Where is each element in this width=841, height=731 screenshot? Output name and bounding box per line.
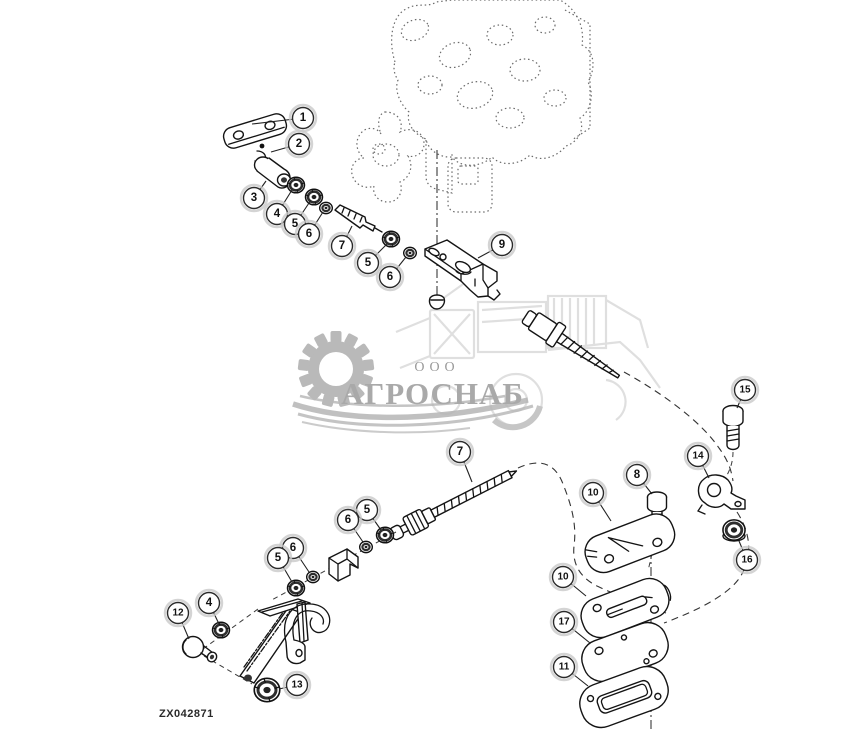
bracket-part-9: [424, 239, 501, 301]
upper-parts-chain: [222, 113, 418, 260]
svg-text:17: 17: [558, 617, 570, 628]
svg-text:6: 6: [345, 514, 351, 526]
callout-16[interactable]: 16: [732, 540, 762, 575]
drawing-number-label: ZX042871: [159, 708, 214, 720]
engine-block-outline: [351, 0, 594, 213]
svg-text:8: 8: [634, 469, 641, 481]
callout-5[interactable]: 5: [263, 543, 293, 583]
nut-part-5c: [375, 525, 395, 545]
nut-part-4: [286, 175, 306, 195]
svg-text:6: 6: [290, 542, 296, 554]
callout-10[interactable]: 10: [548, 562, 587, 597]
svg-text:9: 9: [499, 239, 505, 251]
callout-1[interactable]: 1: [251, 103, 318, 133]
svg-text:14: 14: [692, 451, 704, 462]
nut-part-5b: [381, 229, 401, 249]
callout-2[interactable]: 2: [270, 129, 314, 159]
svg-text:10: 10: [557, 572, 569, 583]
svg-text:5: 5: [275, 552, 282, 564]
cable-routing-dashed-lower: [663, 511, 750, 624]
svg-text:4: 4: [274, 208, 281, 220]
callout-12[interactable]: 12: [163, 598, 193, 640]
svg-text:7: 7: [339, 240, 345, 252]
callout-17[interactable]: 17: [549, 607, 591, 644]
callout-3[interactable]: 3: [239, 180, 269, 213]
callout-6[interactable]: 6: [375, 256, 407, 292]
svg-text:6: 6: [387, 271, 393, 283]
svg-text:4: 4: [206, 597, 213, 609]
callout-10[interactable]: 10: [578, 478, 612, 522]
svg-text:7: 7: [457, 446, 463, 458]
callout-6[interactable]: 6: [294, 211, 324, 249]
callout-14[interactable]: 14: [683, 441, 713, 479]
svg-text:2: 2: [296, 138, 302, 150]
cable-end-upper-right: [521, 310, 621, 379]
washer-part-6c: [358, 540, 374, 554]
callout-5[interactable]: 5: [352, 495, 382, 531]
svg-text:13: 13: [291, 680, 303, 691]
svg-text:5: 5: [292, 218, 299, 230]
cable-part-7-middle: [389, 469, 518, 541]
callout-7[interactable]: 7: [327, 225, 357, 261]
callout-7[interactable]: 7: [445, 437, 475, 483]
svg-text:12: 12: [172, 608, 184, 619]
mid-left-fastener-cluster: [269, 525, 397, 602]
gasket-part-11: [579, 665, 669, 729]
callout-5[interactable]: 5: [353, 243, 388, 278]
svg-text:10: 10: [587, 488, 599, 499]
callout-15[interactable]: 15: [730, 375, 760, 409]
callout-9[interactable]: 9: [477, 230, 517, 260]
callout-13[interactable]: 13: [278, 670, 312, 700]
bushing-part-3: [253, 156, 292, 189]
nut-part-16: [722, 519, 746, 542]
angle-bracket: [328, 548, 359, 582]
svg-text:11: 11: [559, 662, 570, 673]
svg-text:6: 6: [306, 228, 312, 240]
nut-part-4b: [211, 620, 231, 640]
nut-part-13: [253, 677, 281, 703]
svg-text:16: 16: [741, 555, 753, 566]
svg-text:15: 15: [739, 385, 751, 396]
bolt-part-12: [181, 635, 218, 663]
cable-clip: [428, 294, 446, 310]
nut-part-5d: [286, 578, 306, 598]
washer-part-6d: [305, 570, 321, 584]
svg-text:1: 1: [300, 112, 307, 124]
callout-6[interactable]: 6: [333, 505, 364, 543]
bottom-left-bracket-assembly: [181, 598, 331, 703]
svg-text:5: 5: [364, 504, 371, 516]
svg-text:3: 3: [251, 192, 257, 204]
hook-bracket: [284, 603, 331, 665]
cable-routing-dashed-right: [623, 371, 734, 482]
svg-text:5: 5: [365, 257, 372, 269]
washer-part-6: [318, 201, 334, 215]
nut-part-5: [304, 187, 324, 207]
bolt-part-15: [722, 404, 744, 478]
callout-11[interactable]: 11: [549, 652, 589, 687]
plate-part-10a: [584, 513, 676, 574]
rod-part-7-upper: [334, 204, 383, 233]
bracket-part-1: [222, 113, 288, 149]
callout-4[interactable]: 4: [194, 588, 224, 625]
callout-8[interactable]: 8: [622, 460, 653, 495]
clamp-part-14: [697, 474, 746, 515]
plate-part-10b: [580, 577, 672, 639]
